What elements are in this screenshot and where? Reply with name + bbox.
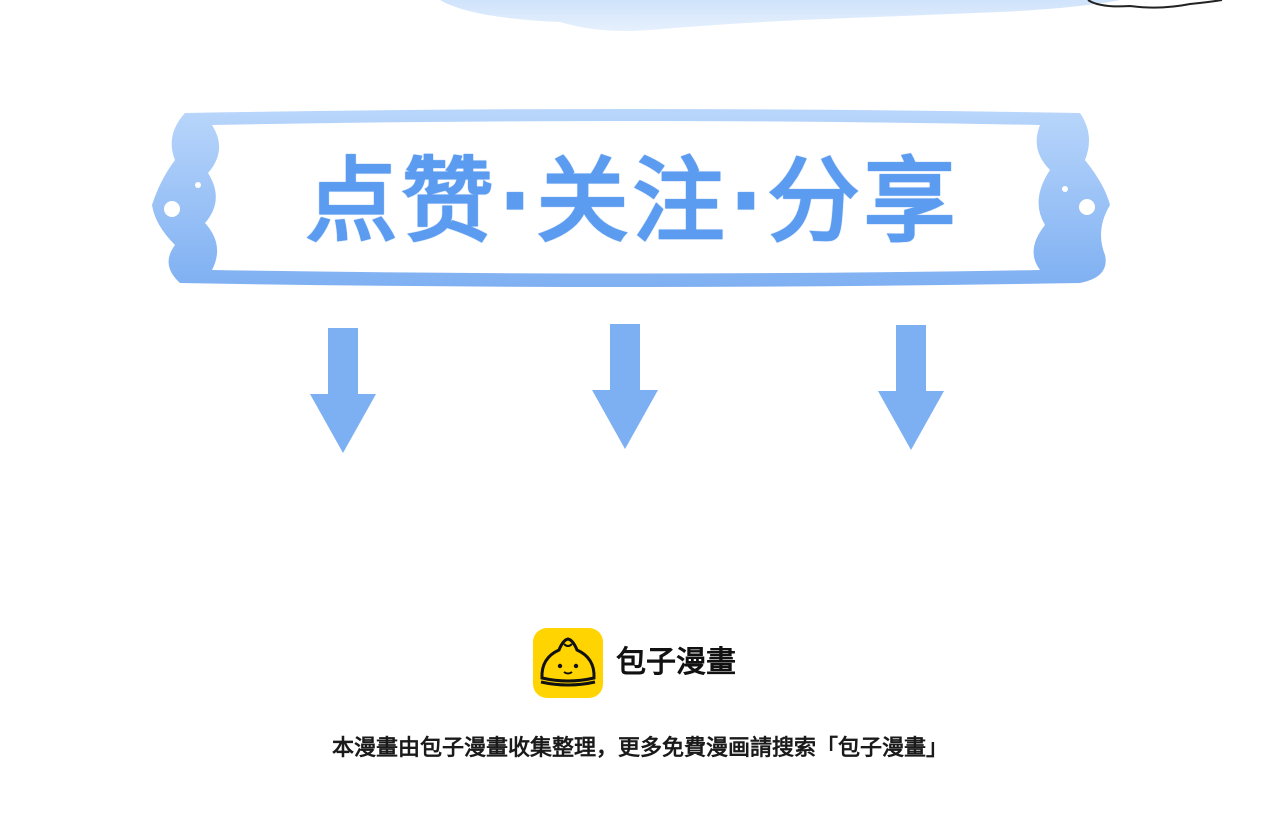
banner-title: 点赞·关注·分享 (305, 147, 960, 255)
bun-logo-icon (533, 628, 603, 698)
down-arrow-icon (310, 328, 376, 453)
source-notice: 本漫畫由包子漫畫收集整理，更多免費漫画請搜索「包子漫畫」 (331, 736, 948, 761)
top-cloud-decoration (440, 0, 1223, 31)
down-arrow-icon (592, 324, 658, 449)
banner-frame (152, 109, 1110, 287)
brand-name: 包子漫畫 (616, 645, 736, 680)
down-arrow-icon (878, 325, 944, 450)
